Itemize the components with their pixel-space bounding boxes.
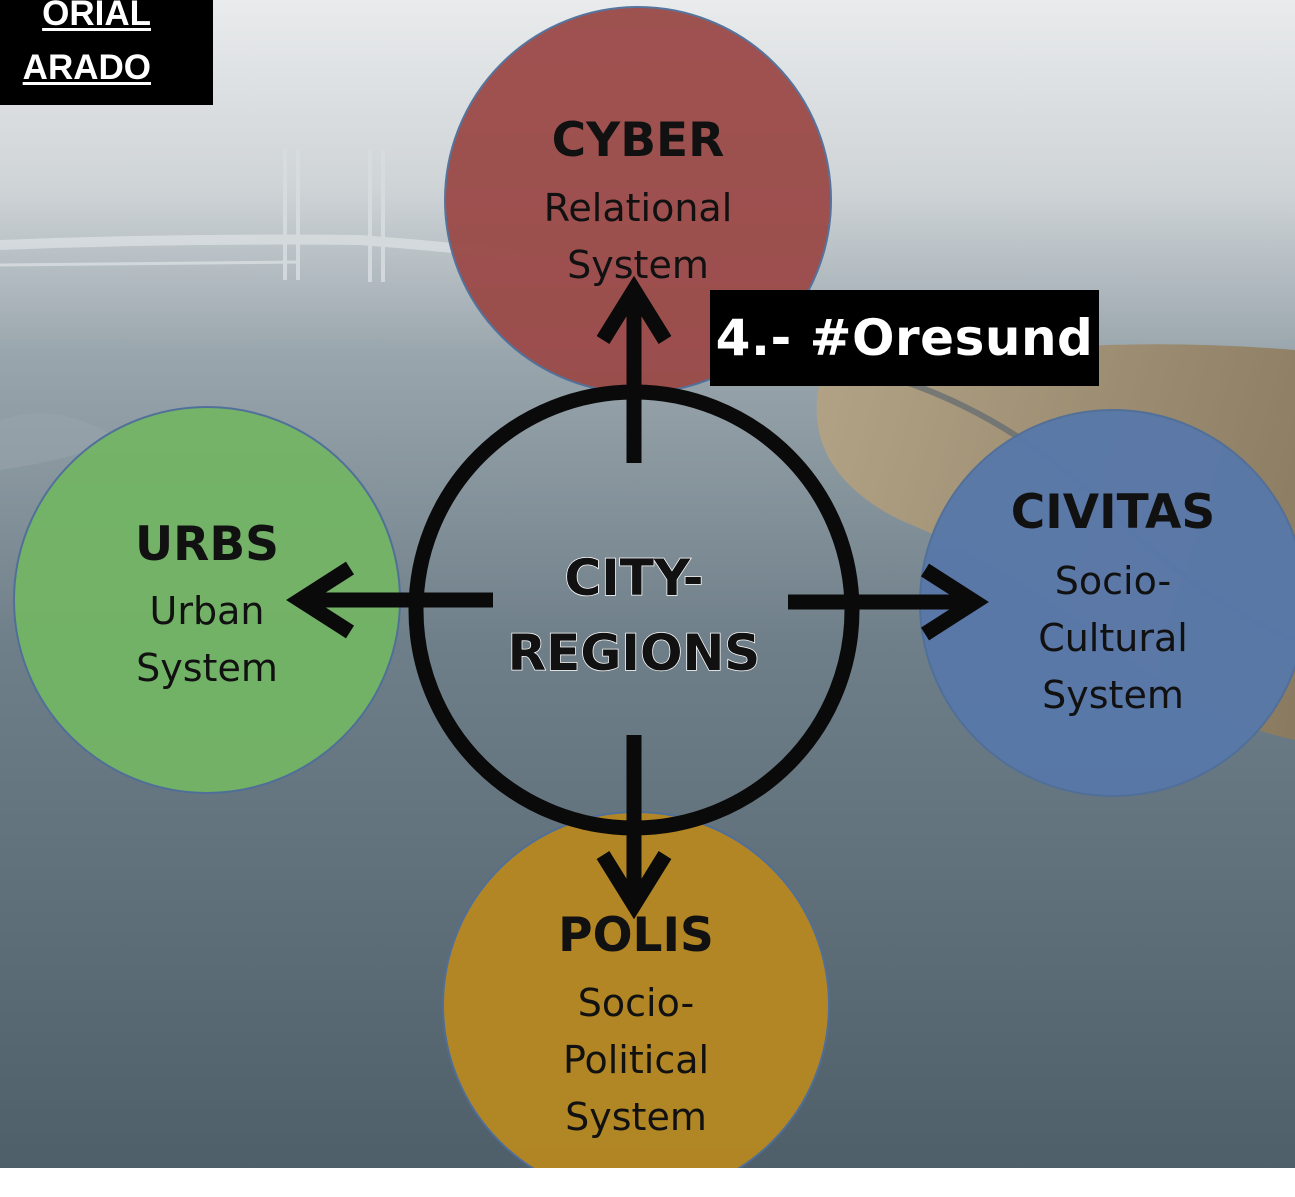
node-polis-line3: System — [565, 1095, 707, 1139]
corner-label: ORIAL ARADO — [0, 0, 213, 105]
node-civitas-line1: Socio- — [1055, 559, 1172, 603]
center-line1: CITY- — [564, 549, 703, 607]
arrow-left — [286, 561, 493, 639]
arrow-right — [788, 563, 989, 641]
arrow-down — [596, 735, 672, 920]
corner-label-line1: ORIAL — [42, 0, 151, 33]
bottom-strip — [0, 1168, 1295, 1197]
node-urbs-title: URBS — [135, 517, 279, 572]
node-polis-line2: Political — [563, 1038, 709, 1082]
corner-label-line2: ARADO — [22, 48, 151, 87]
node-urbs-line2: System — [136, 646, 278, 690]
node-cyber-line2: System — [567, 243, 709, 287]
arrow-up — [596, 275, 672, 463]
node-urbs: URBS Urban System — [13, 406, 401, 794]
node-civitas: CIVITAS Socio- Cultural System — [919, 409, 1295, 797]
oresund-tag: 4.- #Oresund — [710, 290, 1099, 386]
node-cyber-line1: Relational — [544, 186, 733, 230]
node-polis: POLIS Socio- Political System — [442, 811, 830, 1197]
node-polis-title: POLIS — [558, 908, 714, 963]
corner-label-clip: ORIAL ARADO — [0, 0, 213, 105]
node-urbs-line1: Urban — [150, 589, 265, 633]
background-shore — [0, 413, 120, 470]
node-civitas-line2: Cultural — [1038, 616, 1188, 660]
node-civitas-title: CIVITAS — [1011, 485, 1215, 540]
node-cyber-title: CYBER — [552, 113, 725, 168]
node-civitas-line3: System — [1042, 673, 1184, 717]
center-line2: REGIONS — [508, 624, 761, 682]
node-polis-line1: Socio- — [578, 981, 695, 1025]
